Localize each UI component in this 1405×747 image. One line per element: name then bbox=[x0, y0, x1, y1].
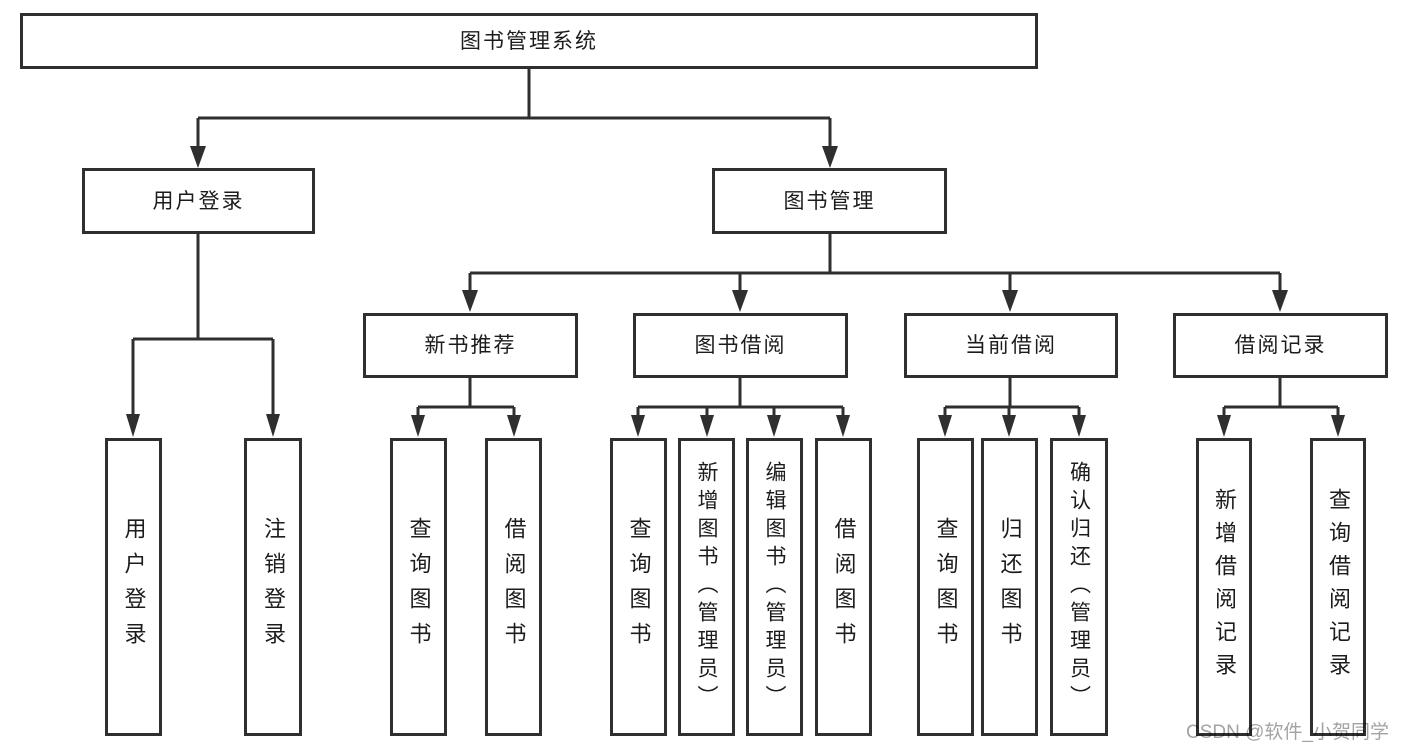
edge-borrow-fork bbox=[636, 378, 845, 416]
leaf-query-book-borrow: 查询图书 bbox=[610, 438, 667, 736]
watermark: CSDN @软件_小贺同学 bbox=[1186, 722, 1389, 743]
leaf-query-book-recommend: 查询图书 bbox=[390, 438, 447, 736]
node-borrow-records: 借阅记录 bbox=[1173, 313, 1388, 378]
leaf-query-book-current: 查询图书 bbox=[917, 438, 974, 736]
edge-current-fork bbox=[943, 378, 1081, 416]
node-root: 图书管理系统 bbox=[20, 13, 1038, 69]
node-user-login: 用户登录 bbox=[82, 168, 315, 234]
edge-records-fork bbox=[1222, 378, 1340, 416]
leaf-query-borrow-record: 查询借阅记录 bbox=[1310, 438, 1366, 736]
edge-recommend-fork bbox=[416, 378, 516, 416]
leaf-borrow-book-borrow: 借阅图书 bbox=[815, 438, 872, 736]
leaf-confirm-return-admin: 确认归还（管理员） bbox=[1050, 438, 1108, 736]
leaf-user-login: 用户登录 bbox=[105, 438, 162, 736]
leaf-borrow-book-recommend: 借阅图书 bbox=[485, 438, 542, 736]
node-book-borrow: 图书借阅 bbox=[633, 313, 848, 378]
leaf-add-book-admin: 新增图书（管理员） bbox=[678, 438, 735, 736]
node-new-book-recommend: 新书推荐 bbox=[363, 313, 578, 378]
edge-root-fork bbox=[196, 68, 832, 148]
edge-userlogin-fork bbox=[131, 234, 275, 414]
leaf-edit-book-admin: 编辑图书（管理员） bbox=[746, 438, 803, 736]
arrowheads bbox=[126, 146, 1345, 437]
edge-bookmgmt-fork bbox=[468, 234, 1282, 291]
leaf-add-borrow-record: 新增借阅记录 bbox=[1196, 438, 1252, 736]
leaf-logout: 注销登录 bbox=[244, 438, 302, 736]
leaf-return-book: 归还图书 bbox=[981, 438, 1038, 736]
node-book-management: 图书管理 bbox=[712, 168, 947, 234]
node-current-borrow: 当前借阅 bbox=[904, 313, 1118, 378]
